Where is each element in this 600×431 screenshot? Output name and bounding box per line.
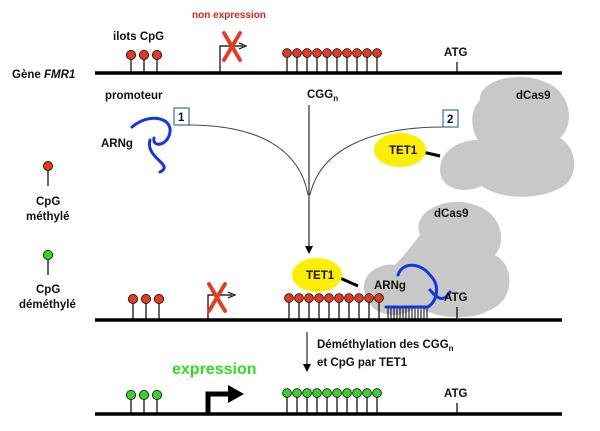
cpg-demethylated-lollipop [372, 388, 382, 414]
bent-arrow-icon [219, 42, 248, 73]
cpg-demethylated-lollipop [352, 388, 362, 414]
tet1-protein-top [374, 133, 426, 167]
cpg-methylated-lollipop [304, 293, 314, 320]
demethylation-text-line1: Déméthylation des CGGn [317, 339, 454, 353]
cpg-demethylated-lollipop [151, 389, 162, 414]
step-1-box [173, 107, 190, 126]
cpg-methylated-lollipop [126, 50, 137, 73]
cpg-methylated-lollipop [362, 48, 372, 73]
atg-label-middle: ATG [444, 292, 467, 304]
cpg-methylated-lollipop [127, 293, 138, 320]
cpg-methylated-lollipop [374, 293, 384, 320]
cgg-repeat-cpg-group-bottom [282, 388, 382, 414]
step-1-label: 1 [178, 112, 185, 124]
cpg-methylated-lollipop [284, 293, 294, 320]
cpg-demethylated-lollipop [126, 389, 137, 414]
legend-methylated-cpg [43, 160, 54, 186]
step-2-box [442, 109, 459, 128]
gene-row-middle: dCas9 ARNg TET1 ATG [95, 201, 562, 322]
promoter-cpg-group-top [126, 50, 162, 73]
legend-demethylated-line2: déméthylé [19, 299, 76, 311]
cpg-methylated-lollipop [332, 48, 342, 73]
gene-row-bottom: expression ATG [95, 361, 562, 416]
dcas9-label-top: dCas9 [516, 90, 551, 102]
demethylation-text-line2: et CpG par TET1 [317, 357, 408, 369]
legend-methylated-line2: méthylé [26, 211, 69, 223]
cpg-demethylated-lollipop [282, 388, 292, 414]
tet1-label-middle: TET1 [306, 270, 335, 282]
demethylation-step: Déméthylation des CGGn et CpG par TET1 [303, 332, 454, 372]
cpg-methylated-lollipop [140, 293, 151, 320]
atg-label-bottom: ATG [444, 388, 467, 400]
cpg-demethylated-lollipop [332, 388, 342, 414]
legend: CpG méthylé CpG déméthylé [19, 160, 76, 311]
atg-label-top: ATG [444, 47, 467, 59]
gene-row-top: Gène FMR1 ilots CpG promoteur non expres… [12, 10, 562, 103]
cpg-demethylated-lollipop [362, 388, 372, 414]
cgg-repeat-label: CGGn [307, 89, 338, 103]
cpg-methylated-lollipop [344, 293, 354, 320]
arng-label-middle: ARNg [374, 280, 406, 292]
cpg-demethylated-lollipop [322, 388, 332, 414]
non-expression-label: non expression [192, 10, 266, 21]
tet1-protein-middle [292, 258, 342, 292]
arng-dna-binding-ladder [387, 307, 428, 320]
red-x-icon [222, 31, 242, 62]
promoter-label: promoteur [105, 90, 163, 102]
cpg-demethylated-lollipop [138, 389, 149, 414]
red-x-icon [207, 282, 227, 313]
gene-label: Gène FMR1 [12, 69, 75, 81]
cpg-methylated-lollipop [153, 293, 164, 320]
cpg-methylated-lollipop [294, 293, 304, 320]
cpg-methylated-lollipop [354, 293, 364, 320]
tet1-label-top: TET1 [389, 145, 418, 157]
dcas9-protein-top [440, 76, 575, 197]
cpg-methylated-lollipop [372, 48, 382, 73]
arng-guide-rna-top [130, 116, 172, 174]
legend-methylated-line1: CpG [36, 196, 60, 208]
cpg-demethylated-lollipop [312, 388, 322, 414]
cgg-repeat-cpg-group-middle [284, 293, 384, 320]
legend-demethylated-cpg [43, 249, 54, 275]
step-2-label: 2 [447, 114, 453, 126]
cgg-repeat-cpg-group-top [282, 48, 382, 73]
cpg-demethylated-lollipop [342, 388, 352, 414]
arng-guide-rna-middle [384, 263, 452, 309]
cpg-methylated-lollipop [312, 48, 322, 73]
legend-demethylated-line1: CpG [36, 284, 60, 296]
promoter-cpg-group-middle [127, 293, 164, 320]
dcas9-label-middle: dCas9 [434, 208, 469, 220]
cpg-methylated-lollipop [324, 293, 334, 320]
cpg-methylated-lollipop [282, 48, 292, 73]
converging-curve-left [187, 124, 309, 196]
dcas9-protein-middle [363, 201, 510, 318]
cpg-demethylated-lollipop [302, 388, 312, 414]
arng-label-top: ARNg [101, 138, 133, 150]
cpg-demethylated-lollipop [292, 388, 302, 414]
tet1-linker-middle [339, 276, 359, 288]
cpg-islands-label: ilots CpG [113, 31, 164, 43]
cpg-methylated-lollipop [352, 48, 362, 73]
cpg-methylated-lollipop [342, 48, 352, 73]
cpg-methylated-lollipop [334, 293, 344, 320]
promoter-cpg-group-bottom [126, 389, 162, 414]
converging-curve-right [309, 126, 444, 196]
cpg-methylated-lollipop [322, 48, 332, 73]
cpg-methylated-lollipop [138, 50, 149, 73]
cpg-methylated-lollipop [292, 48, 302, 73]
cpg-methylated-lollipop [151, 50, 162, 73]
expression-label: expression [172, 361, 256, 378]
bent-arrow-icon [205, 385, 244, 414]
cpg-methylated-lollipop [302, 48, 312, 73]
cpg-methylated-lollipop [314, 293, 324, 320]
components-section: dCas9 TET1 ARNg 1 2 [101, 76, 575, 254]
cpg-methylated-lollipop [364, 293, 374, 320]
